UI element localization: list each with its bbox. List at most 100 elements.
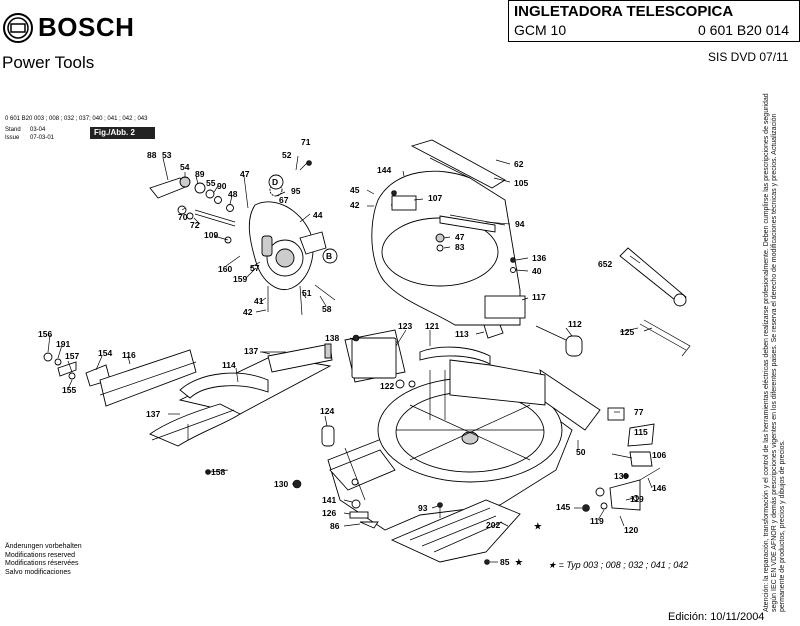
- callout-90: 90: [217, 181, 227, 191]
- stand-value: 03-04: [30, 127, 46, 133]
- callout-50: 50: [576, 447, 586, 457]
- part-number: 0 601 B20 014: [698, 22, 790, 38]
- callout-93: 93: [418, 503, 428, 513]
- marker-d: D: [272, 177, 278, 187]
- marker-d-circle: [268, 174, 284, 190]
- callout-141: 141: [322, 495, 336, 505]
- callout-71: 71: [301, 137, 311, 147]
- callout-83: 83: [455, 242, 465, 252]
- disclaimer-text: Atención: la reparación, transformación …: [763, 93, 786, 612]
- note-line: Modifications reserved: [5, 551, 76, 559]
- callout-137: 137: [244, 346, 258, 356]
- callout-44: 44: [313, 210, 323, 220]
- callout-120: 120: [624, 525, 638, 535]
- variant-list: 0 601 B20 003 ; 008 ; 032 ; 037; 040 ; 0…: [5, 116, 148, 122]
- marker-b-circle: [322, 248, 338, 264]
- callout-106: 106: [652, 450, 666, 460]
- callout-94: 94: [515, 219, 525, 229]
- callout-158: 158: [211, 467, 225, 477]
- callout-119: 119: [630, 494, 644, 504]
- sis-version: SIS DVD 07/11: [708, 50, 789, 64]
- callout-41: 41: [254, 296, 264, 306]
- callout-154: 154: [98, 348, 112, 358]
- callout-47: 47: [455, 232, 465, 242]
- callout-202: 202: [486, 520, 500, 530]
- callout-95: 95: [291, 186, 301, 196]
- callout-42: 42: [350, 200, 360, 210]
- callout-159: 159: [233, 274, 247, 284]
- callout-115: 115: [634, 427, 648, 437]
- callout-121: 121: [425, 321, 439, 331]
- callout-157: 157: [65, 351, 79, 361]
- callout-145: 145: [556, 502, 570, 512]
- callout-70: 70: [178, 212, 188, 222]
- callout-119: 119: [590, 516, 604, 526]
- issue-value: 07-03-01: [30, 135, 55, 141]
- callout-136: 136: [532, 253, 546, 263]
- callout-155: 155: [62, 385, 76, 395]
- model-name: GCM 10: [514, 22, 567, 38]
- callout-112: 112: [568, 319, 582, 329]
- callout-130: 130: [274, 479, 288, 489]
- figure-label: Fig./Abb. 2: [94, 128, 135, 137]
- callout-67: 67: [279, 195, 289, 205]
- callout-85: 85: [500, 557, 510, 567]
- marker-b: B: [326, 251, 332, 261]
- callout-124: 124: [320, 406, 334, 416]
- callout-156: 156: [38, 329, 52, 339]
- callout-77: 77: [634, 407, 644, 417]
- stand-label: Stand: [5, 127, 21, 133]
- issue-label: Issue: [5, 135, 20, 141]
- callout-42: 42: [243, 307, 253, 317]
- leader-lines: [47, 155, 653, 563]
- callout-138: 138: [325, 333, 339, 343]
- callout-146: 146: [652, 483, 666, 493]
- callout-88: 88: [147, 150, 157, 160]
- callout-55: 55: [206, 178, 216, 188]
- callout-86: 86: [330, 521, 340, 531]
- callout-89: 89: [195, 169, 205, 179]
- type-legend: ★ = Typ 003 ; 008 ; 032 ; 041 ; 042: [548, 560, 689, 570]
- figure-label-box: [90, 127, 155, 139]
- callout-40: 40: [532, 266, 542, 276]
- bosch-logo: [3, 13, 33, 43]
- diagram-shapes: [43, 139, 691, 565]
- callout-139: 139: [614, 471, 628, 481]
- document-title: INGLETADORA TELESCOPICA: [514, 3, 734, 20]
- callout-144: 144: [377, 165, 391, 175]
- callout-191: 191: [56, 339, 70, 349]
- star-mark-202: ★: [534, 521, 543, 531]
- star-mark-85: ★: [515, 557, 524, 567]
- callout-48: 48: [228, 189, 238, 199]
- callout-51: 51: [302, 288, 312, 298]
- callout-45: 45: [350, 185, 360, 195]
- callout-57: 57: [250, 263, 260, 273]
- callout-652: 652: [598, 259, 612, 269]
- modification-notes: Änderungen vorbehalten Modifications res…: [5, 543, 82, 577]
- callout-54: 54: [180, 162, 190, 172]
- callout-122: 122: [380, 381, 394, 391]
- callout-47: 47: [240, 169, 250, 179]
- brand-subtitle: Power Tools: [2, 53, 95, 72]
- callout-125: 125: [620, 327, 634, 337]
- callout-105: 105: [514, 178, 528, 188]
- callout-160: 160: [218, 264, 232, 274]
- callout-107: 107: [428, 193, 442, 203]
- callout-113: 113: [455, 329, 469, 339]
- callout-126: 126: [322, 508, 336, 518]
- callout-53: 53: [162, 150, 172, 160]
- callout-109: 109: [204, 230, 218, 240]
- brand-name: BOSCH: [38, 12, 135, 42]
- callout-62: 62: [514, 159, 524, 169]
- note-line: Salvo modificaciones: [5, 568, 71, 576]
- callout-116: 116: [122, 350, 136, 360]
- callout-52: 52: [282, 150, 292, 160]
- view-markers: D B ★ ★: [268, 174, 543, 567]
- callout-117: 117: [532, 292, 546, 302]
- edition-date: Edición: 10/11/2004: [668, 611, 765, 623]
- callout-137: 137: [146, 409, 160, 419]
- note-line: Modifications réservées: [5, 560, 79, 567]
- callout-58: 58: [322, 304, 332, 314]
